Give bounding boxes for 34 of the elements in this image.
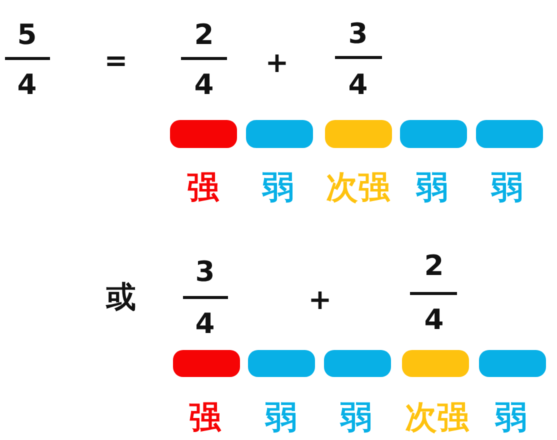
beat-pill: [476, 120, 543, 148]
beat-label: 强: [187, 171, 219, 203]
beat-pill: [402, 350, 469, 377]
beat-pill: [246, 120, 313, 148]
fraction-numerator: 2: [194, 21, 214, 49]
equals-sign: =: [104, 47, 128, 75]
fraction-denominator: 4: [424, 306, 444, 334]
beat-label: 次强: [405, 401, 469, 433]
beat-pill: [479, 350, 546, 377]
beat-pill: [324, 350, 391, 377]
beat-pill: [170, 120, 237, 148]
plus-sign: +: [265, 49, 289, 77]
beat-pill: [248, 350, 315, 377]
fraction-numerator: 2: [424, 252, 444, 280]
fraction-denominator: 4: [194, 71, 214, 99]
beat-label: 弱: [265, 401, 297, 433]
beat-label: 强: [189, 401, 221, 433]
beat-pill: [325, 120, 392, 148]
beat-label: 弱: [340, 401, 372, 433]
fraction-denominator: 4: [195, 310, 215, 338]
beat-label: 弱: [491, 171, 523, 203]
beat-label: 弱: [495, 401, 527, 433]
beat-label: 次强: [326, 171, 390, 203]
beat-label: 弱: [262, 171, 294, 203]
beat-pill: [400, 120, 467, 148]
fraction-numerator: 3: [195, 258, 215, 286]
fraction-denominator: 4: [348, 71, 368, 99]
fraction-numerator: 3: [348, 20, 368, 48]
fraction-numerator: 5: [17, 21, 37, 49]
plus-sign: +: [308, 286, 332, 314]
beat-pill: [173, 350, 240, 377]
beat-label: 弱: [416, 171, 448, 203]
fraction-denominator: 4: [17, 71, 37, 99]
or-word: 或: [106, 283, 136, 313]
